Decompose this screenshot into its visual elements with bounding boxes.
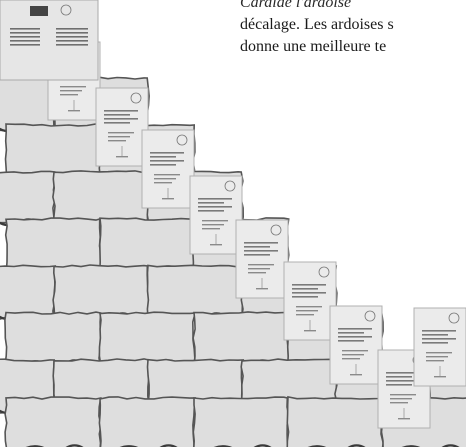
diagram-card — [414, 308, 466, 386]
slate-tile — [0, 265, 55, 319]
slate-tile — [99, 312, 195, 366]
diagram-card — [330, 306, 382, 384]
corner-card — [0, 0, 98, 80]
slate-tile — [287, 397, 383, 447]
slate-tile — [6, 218, 101, 272]
diagram-card — [190, 176, 242, 254]
slate-tile — [5, 397, 101, 447]
slate-tile — [53, 265, 149, 319]
slate-tile — [53, 171, 149, 226]
slate-tile — [5, 312, 101, 366]
slate-tile — [99, 397, 195, 447]
diagram-card — [142, 130, 194, 208]
slate-tile — [147, 265, 242, 319]
slate-tile — [193, 312, 288, 367]
diagram-card — [96, 88, 148, 166]
slate-tile — [0, 171, 55, 225]
slate-tile — [6, 124, 102, 179]
diagram-card — [236, 220, 288, 298]
slate-tile — [0, 77, 55, 131]
slate-tile — [100, 218, 195, 272]
slate-tile — [193, 397, 289, 447]
diagram-card — [284, 262, 336, 340]
